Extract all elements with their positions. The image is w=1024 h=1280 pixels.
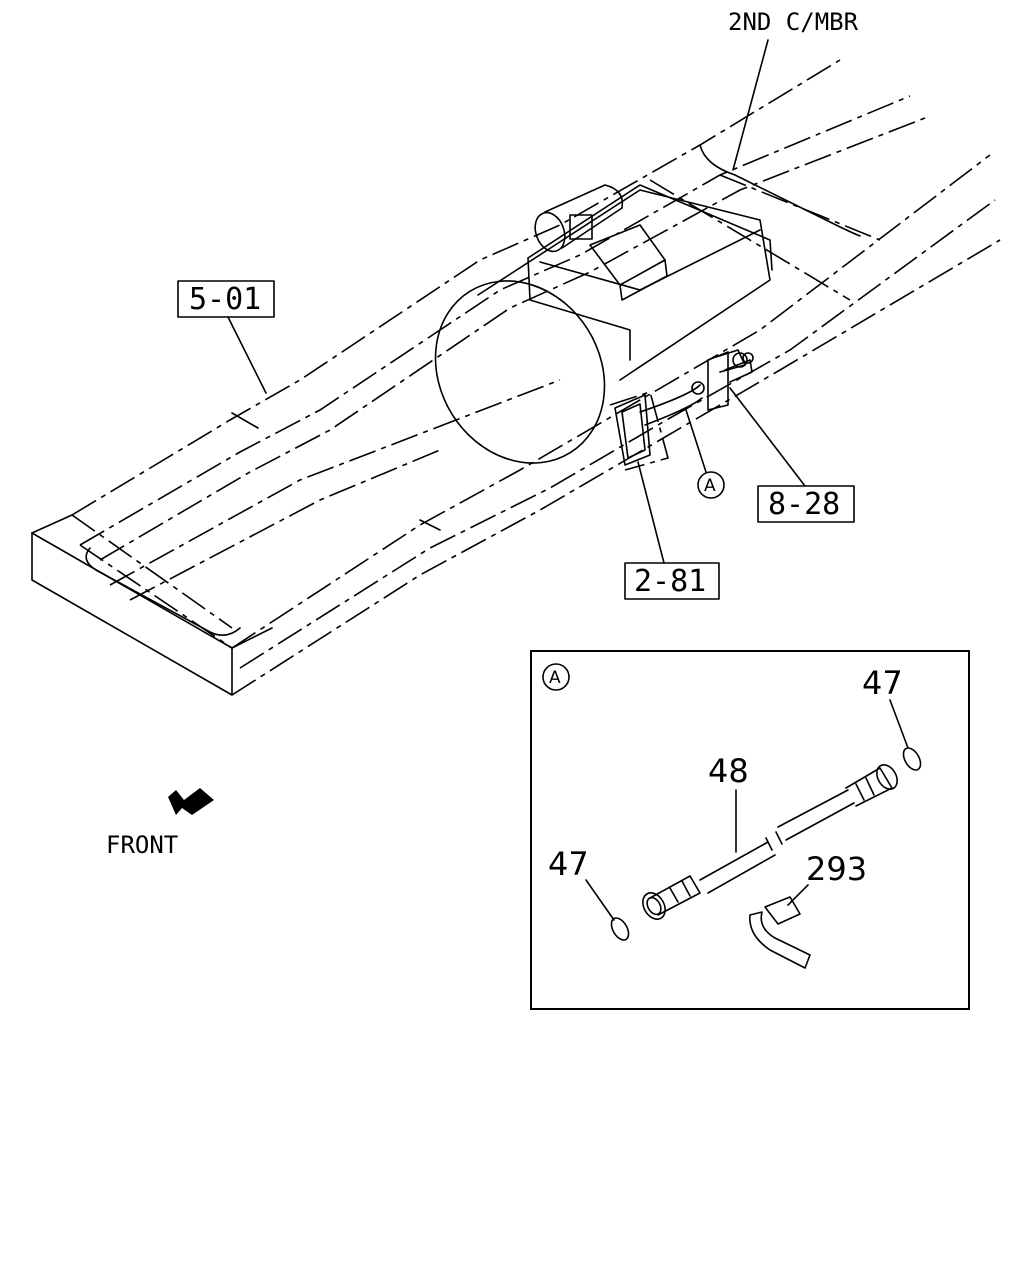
ref-frame-label: 5-01 [189,282,261,317]
clip-293[interactable]: 293 [749,850,867,969]
part-47-left-label: 47 [548,845,589,883]
callout-2nd-crossmember: 2ND C/MBR [728,8,859,171]
front-arrow-icon [168,788,214,815]
pipe-fitting [707,349,754,411]
ref-bracket-label: 2-81 [634,564,706,599]
hose-48[interactable]: 48 [638,752,901,923]
front-indicator: FRONT [106,788,214,859]
callout-8-28[interactable]: 8-28 [729,387,855,523]
oring-47-top[interactable]: 47 [862,664,924,773]
oring-47-left[interactable]: 47 [548,845,632,943]
part-47-top-label: 47 [862,664,903,702]
part-48-label: 48 [708,752,749,790]
chassis-frame [31,59,1001,696]
reservoir-tank [434,184,773,464]
ref-pipe-label: 8-28 [768,487,840,522]
callout-5-01[interactable]: 5-01 [177,280,275,394]
detail-view-marker: A [549,668,561,688]
callout-2-81[interactable]: 2-81 [624,461,720,600]
detail-marker-letter: A [704,476,716,496]
part-293-label: 293 [806,850,867,888]
detail-marker-a[interactable]: A [685,409,725,499]
detail-view-a: A 48 47 47 [530,650,970,1010]
front-label: FRONT [106,831,178,859]
crossmember-label: 2ND C/MBR [728,8,859,36]
bracket-assembly [609,381,705,471]
